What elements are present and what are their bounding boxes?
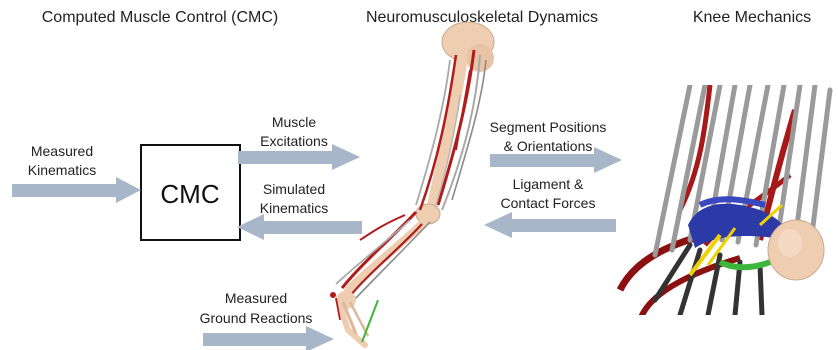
- svg-text:Excitations: Excitations: [260, 133, 328, 149]
- svg-text:Segment Positions: Segment Positions: [490, 119, 607, 135]
- label-muscle-excitations: Muscle Excitations: [260, 114, 328, 149]
- svg-text:Kinematics: Kinematics: [28, 162, 96, 178]
- svg-text:Ligament &: Ligament &: [513, 176, 584, 192]
- svg-text:Ground Reactions: Ground Reactions: [200, 310, 313, 326]
- arrow-ligament-forces: [484, 212, 616, 238]
- leg-model-illustration: [330, 22, 494, 345]
- svg-text:Contact Forces: Contact Forces: [501, 195, 596, 211]
- foot: [330, 291, 368, 345]
- svg-text:Kinematics: Kinematics: [260, 200, 328, 216]
- arrow-measured-kinematics: [12, 177, 141, 203]
- svg-text:Measured: Measured: [31, 143, 93, 159]
- ground-reaction-vector: [362, 300, 378, 342]
- arrow-simulated-kinematics: [237, 214, 362, 240]
- contact-force-green: [720, 262, 770, 267]
- svg-text:Simulated: Simulated: [263, 181, 325, 197]
- label-segment-positions: Segment Positions & Orientations: [490, 119, 607, 154]
- svg-text:Muscle: Muscle: [272, 114, 317, 130]
- svg-text:& Orientations: & Orientations: [504, 138, 593, 154]
- arrow-ground-reactions: [203, 326, 334, 350]
- knee-closeup-illustration: [620, 85, 830, 320]
- label-measured-kinematics: Measured Kinematics: [28, 143, 96, 178]
- title-cmc: Computed Muscle Control (CMC): [42, 9, 279, 26]
- cmc-block-label: CMC: [160, 179, 219, 209]
- label-ground-reactions: Measured Ground Reactions: [200, 290, 313, 326]
- svg-text:Measured: Measured: [225, 290, 287, 306]
- title-dynamics: Neuromusculoskeletal Dynamics: [366, 9, 598, 26]
- label-simulated-kinematics: Simulated Kinematics: [260, 181, 328, 216]
- label-ligament-forces: Ligament & Contact Forces: [501, 176, 596, 211]
- title-knee: Knee Mechanics: [693, 9, 811, 26]
